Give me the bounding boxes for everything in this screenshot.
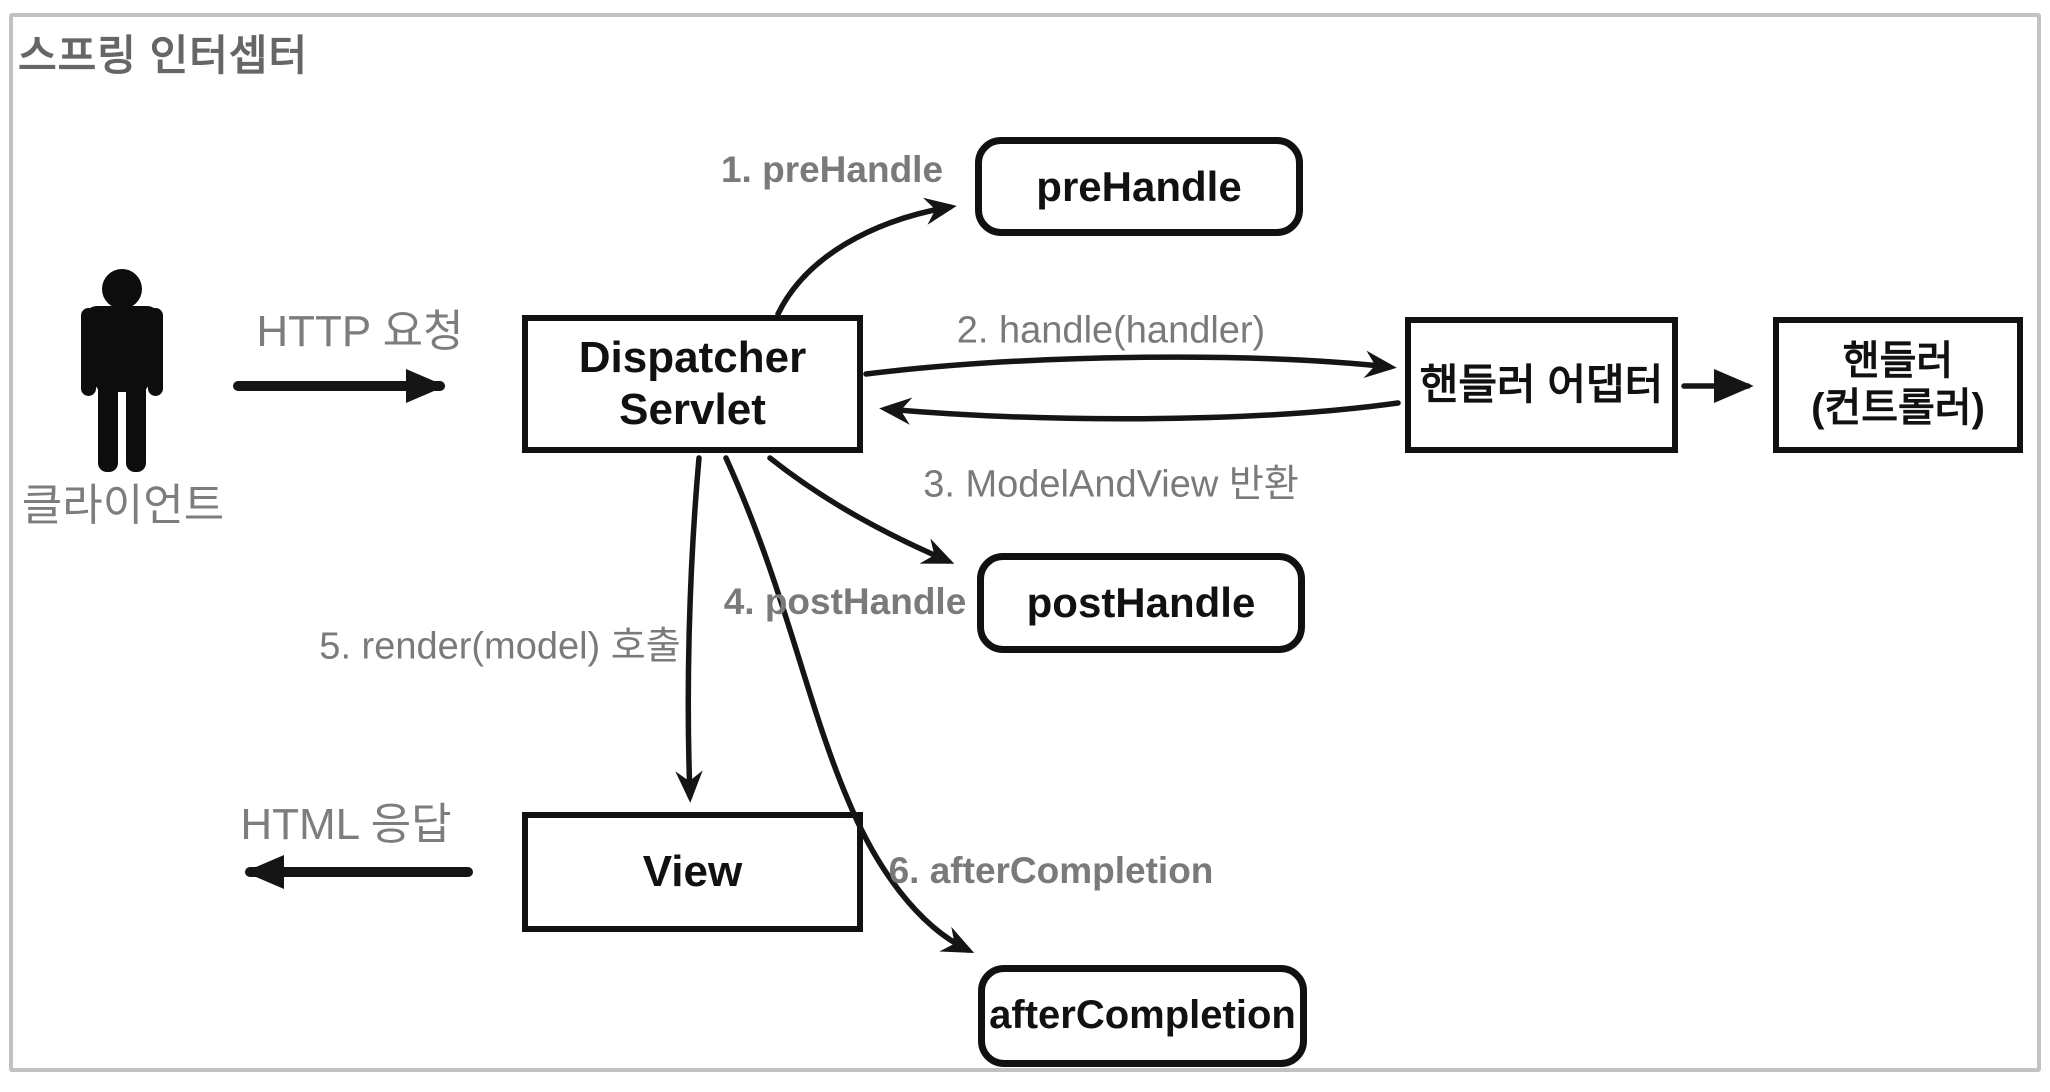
step3-label: 3. ModelAndView 반환 — [923, 463, 1299, 506]
view-label: View — [642, 847, 743, 897]
prehandle-label: preHandle — [1036, 162, 1242, 210]
diagram-frame — [9, 13, 2041, 1072]
view-box: View — [522, 812, 863, 932]
handler-adapter-box: 핸들러 어댑터 — [1405, 317, 1678, 453]
step6-label: 6. afterCompletion — [888, 850, 1214, 891]
handler-adapter-label: 핸들러 어댑터 — [1419, 361, 1664, 409]
diagram-title: 스프링 인터셉터 — [18, 32, 309, 79]
dispatcher-servlet-box: Dispatcher Servlet — [522, 315, 863, 453]
step1-label: 1. preHandle — [720, 149, 944, 190]
handler-controller-box: 핸들러 (컨트롤러) — [1773, 317, 2023, 453]
handler-controller-line2: (컨트롤러) — [1811, 386, 1985, 430]
prehandle-box: preHandle — [975, 137, 1303, 236]
dispatcher-servlet-line2: Servlet — [619, 385, 766, 434]
handler-controller-line1: 핸들러 — [1842, 338, 1954, 383]
posthandle-label: postHandle — [1026, 579, 1256, 627]
aftercompletion-box: afterCompletion — [978, 965, 1307, 1067]
dispatcher-servlet-line1: Dispatcher — [578, 333, 807, 383]
aftercompletion-label: afterCompletion — [989, 993, 1296, 1038]
posthandle-box: postHandle — [977, 553, 1305, 653]
step5-label: 5. render(model) 호출 — [319, 625, 681, 668]
html-response-label: HTML 응답 — [240, 800, 452, 849]
http-request-label: HTTP 요청 — [256, 307, 464, 356]
step4-label: 4. postHandle — [723, 581, 967, 622]
step2-label: 2. handle(handler) — [956, 309, 1266, 352]
client-label: 클라이언트 — [21, 481, 225, 530]
